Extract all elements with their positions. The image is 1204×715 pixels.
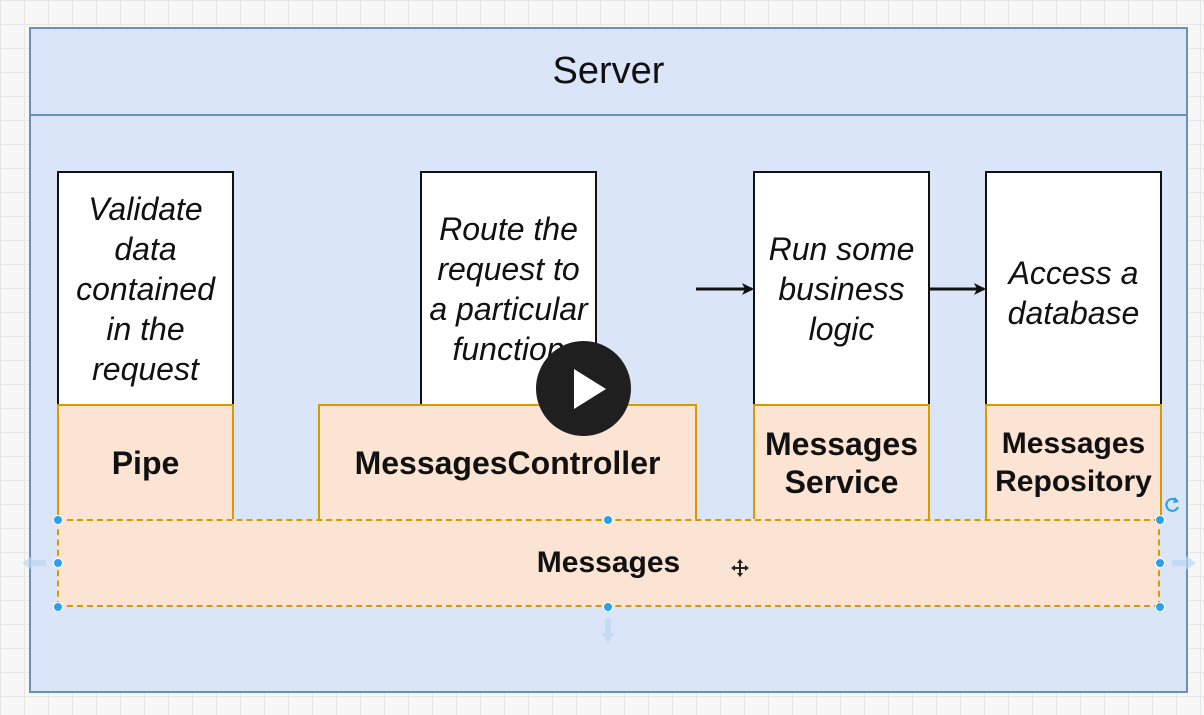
server-title: Server — [31, 29, 1186, 116]
messages-controller-label: MessagesController — [354, 444, 661, 481]
messages-repository-box[interactable]: Messages Repository — [985, 404, 1162, 521]
resize-handle-top-left[interactable] — [53, 515, 63, 525]
play-icon — [574, 369, 606, 409]
resize-handle-bottom-right[interactable] — [1155, 602, 1165, 612]
video-play-button[interactable] — [536, 341, 631, 436]
resize-handle-left[interactable] — [53, 558, 63, 568]
resize-handle-top[interactable] — [603, 515, 613, 525]
pipe-description[interactable]: Validate data contained in the request — [57, 171, 234, 407]
service-description-text: Run some business logic — [768, 231, 915, 347]
messages-service-box[interactable]: Messages Service — [753, 404, 930, 521]
resize-handle-right[interactable] — [1155, 558, 1165, 568]
messages-box[interactable]: Messages — [57, 519, 1160, 607]
repository-description-text: Access a database — [1007, 255, 1140, 331]
messages-service-label: Messages Service — [765, 425, 918, 500]
messages-controller-box[interactable]: MessagesController — [318, 404, 697, 521]
resize-handle-bottom-left[interactable] — [53, 602, 63, 612]
service-description[interactable]: Run some business logic — [753, 171, 930, 407]
pipe-box[interactable]: Pipe — [57, 404, 234, 521]
resize-handle-bottom[interactable] — [603, 602, 613, 612]
pipe-label: Pipe — [111, 444, 180, 481]
repository-description[interactable]: Access a database — [985, 171, 1162, 407]
messages-label: Messages — [536, 546, 681, 579]
controller-description-text: Route the request to a particular functi… — [429, 211, 588, 367]
resize-handle-top-right[interactable] — [1155, 515, 1165, 525]
pipe-description-text: Validate data contained in the request — [76, 191, 215, 387]
messages-repository-label: Messages Repository — [995, 426, 1152, 498]
controller-description[interactable]: Route the request to a particular functi… — [420, 171, 597, 407]
